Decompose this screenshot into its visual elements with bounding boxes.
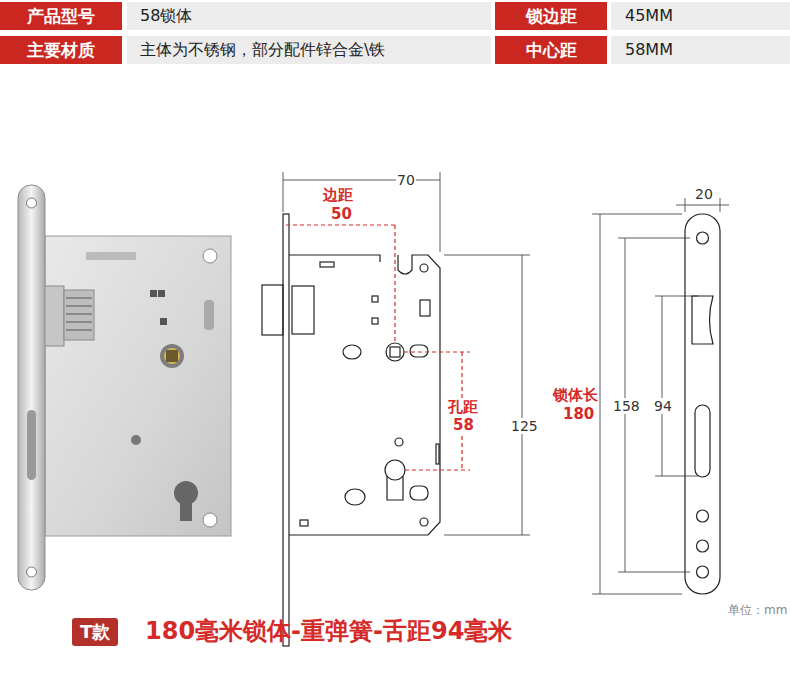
table-header-cell: 锁边距 <box>495 2 607 30</box>
tag-box: T款 <box>72 618 118 646</box>
dimension-label: 94 <box>653 398 673 414</box>
dimension-label: 125 <box>510 418 539 434</box>
table-value-cell: 58锁体 <box>140 2 192 30</box>
dimension-label: 锁体长 <box>552 386 599 404</box>
dimension-label: 50 <box>330 205 353 223</box>
dimension-lines <box>283 172 729 594</box>
table-header-cell: 主要材质 <box>0 36 122 64</box>
table-header-cell: 中心距 <box>495 36 607 64</box>
banner-text: 180毫米锁体-重弹簧-舌距94毫米 <box>145 616 512 646</box>
dimension-label: 20 <box>694 186 714 202</box>
table-header-cell: 产品型号 <box>0 2 122 30</box>
tag-text: T款 <box>80 621 110 642</box>
red-dimension-lines <box>286 225 470 470</box>
lock-front-drawing <box>262 214 440 646</box>
dimension-label: 边距 <box>322 186 354 204</box>
faceplate-drawing <box>685 214 720 594</box>
table-value-cell: 58MM <box>625 36 673 64</box>
table-value-cell: 主体为不锈钢，部分配件锌合金\铁 <box>140 36 385 64</box>
dimension-label: 180 <box>562 405 595 423</box>
dimension-label: 158 <box>612 398 641 414</box>
spec-table <box>0 2 790 64</box>
dimension-label: 孔距 <box>447 398 479 416</box>
dimension-label: 70 <box>396 172 416 188</box>
lock-photo <box>18 185 231 590</box>
dimension-label: 58 <box>452 416 475 434</box>
dimension-label: 单位：mm <box>728 602 787 619</box>
table-value-cell: 45MM <box>625 2 673 30</box>
